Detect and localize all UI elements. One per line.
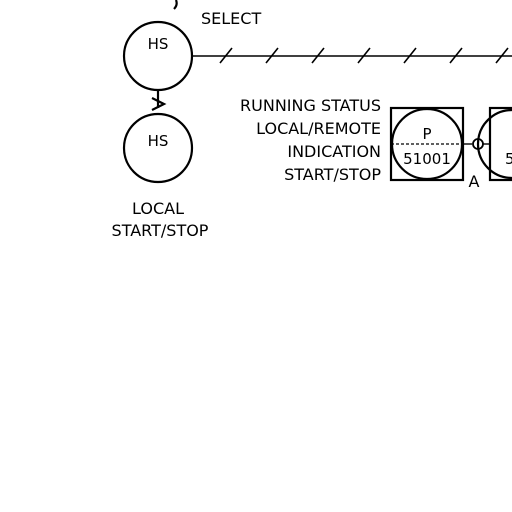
partial-stroke: [173, 0, 178, 10]
status-label-indication: INDICATION: [287, 142, 381, 161]
plc-block-number: 51001: [403, 150, 451, 168]
plc-block-letter: P: [422, 125, 431, 143]
partial-block: 5: [476, 106, 512, 182]
marker-letter: A: [469, 172, 480, 191]
status-label-start-stop: START/STOP: [284, 165, 381, 184]
hs-remote-tag: HS: [148, 35, 169, 53]
hs-connector: [151, 90, 167, 111]
partial-block-number: 5: [505, 150, 512, 168]
local-caption-line2: START/STOP: [112, 221, 209, 240]
plc-block-p51001: P 51001: [389, 106, 465, 182]
hs-local-tag: HS: [148, 132, 169, 150]
link-marker: [463, 138, 490, 150]
select-label: SELECT: [201, 9, 261, 28]
status-label-running: RUNNING STATUS: [240, 96, 381, 115]
hs-remote-bubble: HS: [122, 20, 194, 92]
local-caption-line1: LOCAL: [132, 199, 184, 218]
hs-local-bubble: HS: [122, 112, 194, 184]
status-label-local-remote: LOCAL/REMOTE: [256, 119, 381, 138]
signal-line-select: [192, 47, 512, 64]
